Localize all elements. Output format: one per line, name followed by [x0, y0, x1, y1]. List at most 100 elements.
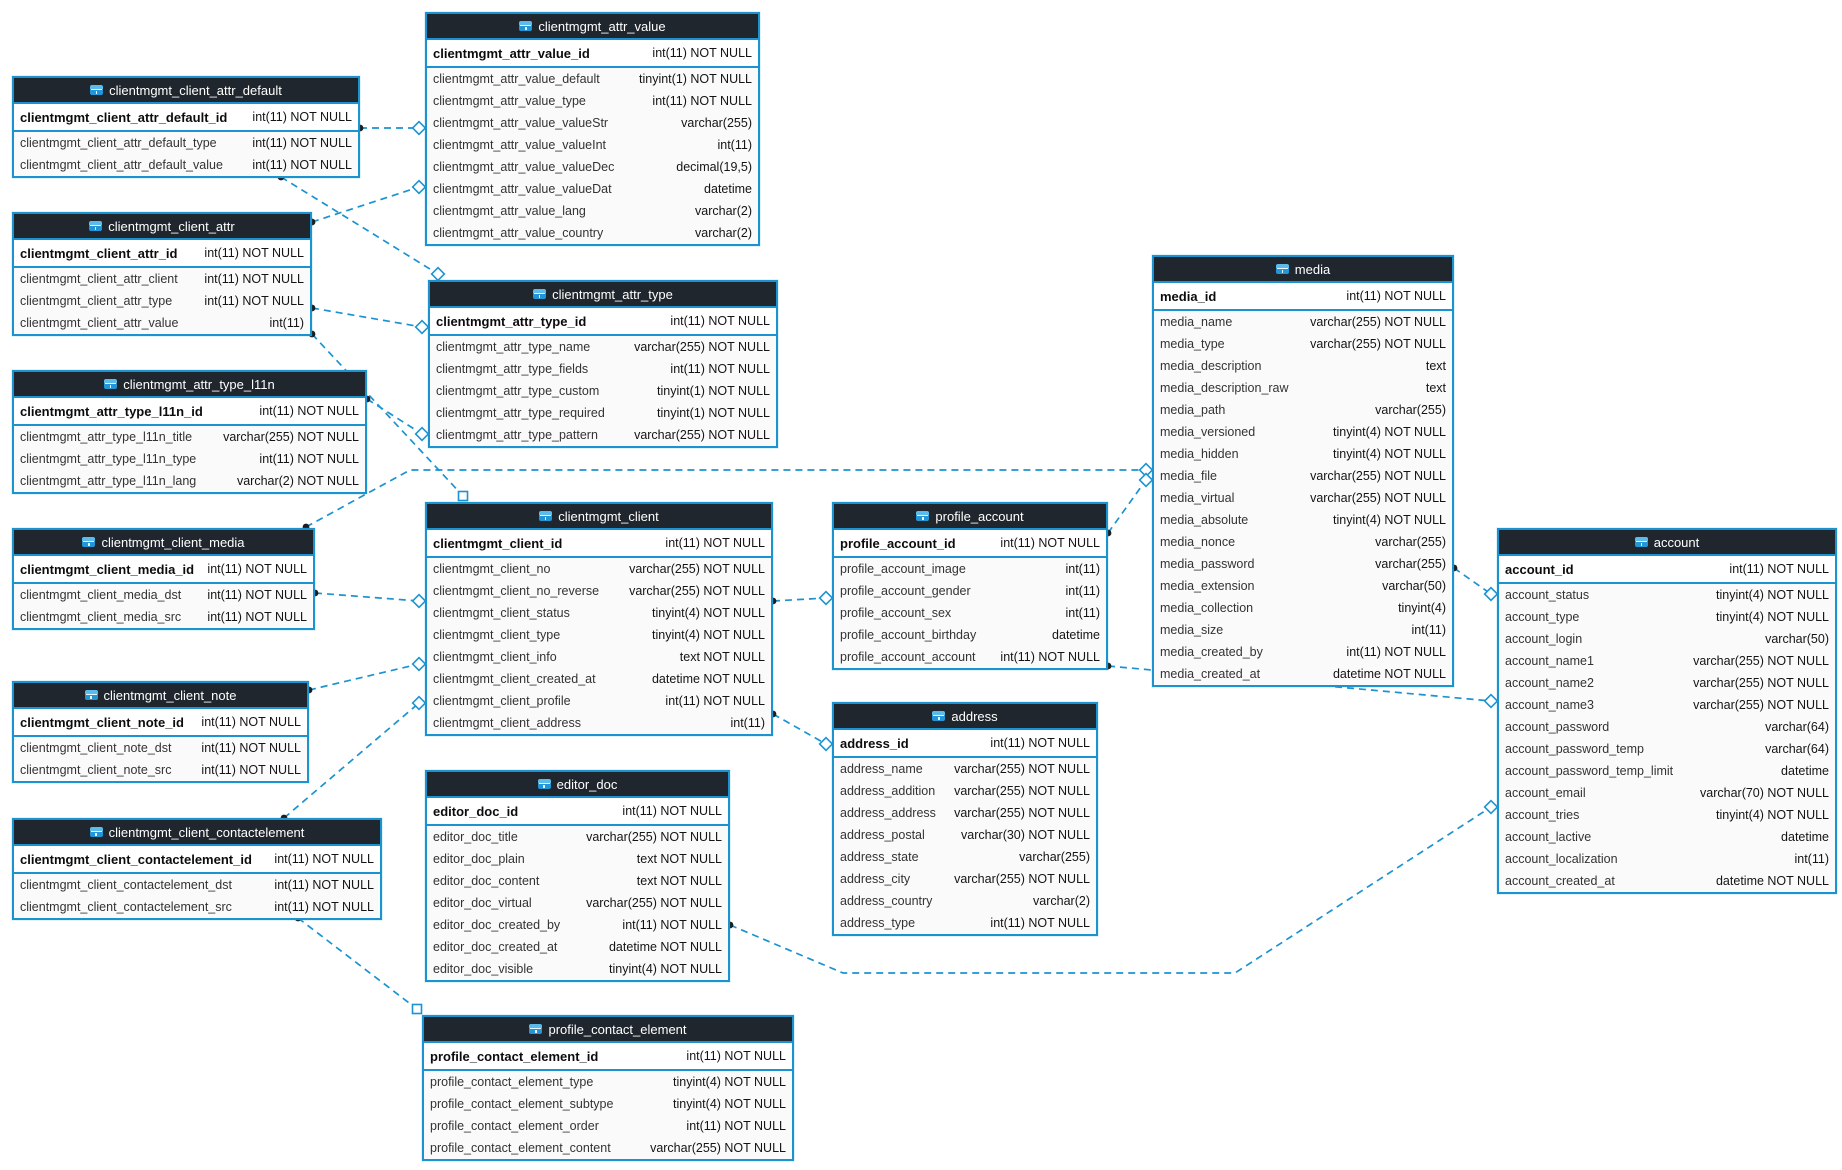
relationship-line-clientmgmt_client-to-address[interactable] [772, 713, 827, 745]
relationship-line-clientmgmt_client_media-to-clientmgmt_client[interactable] [314, 592, 420, 602]
column-type: int(11) NOT NULL [204, 246, 304, 260]
table-header[interactable]: address [834, 704, 1096, 730]
relationship-line-clientmgmt_client_attr_default-to-clientmgmt_attr_type[interactable] [280, 176, 439, 275]
table-header[interactable]: editor_doc [427, 772, 728, 798]
relationship-line-clientmgmt_client_contactelement-to-profile_contact_element[interactable] [297, 917, 418, 1010]
relationship-line-clientmgmt_client_note-to-clientmgmt_client[interactable] [308, 663, 420, 691]
table-profile_contact_element[interactable]: profile_contact_element profile_contact_e… [422, 1015, 794, 1161]
table-header[interactable]: clientmgmt_client_note [14, 683, 307, 709]
column-name: account_login [1505, 632, 1583, 646]
column-type: int(11) NOT NULL [665, 536, 765, 550]
table-header[interactable]: profile_contact_element [424, 1017, 792, 1043]
table-clientmgmt_client[interactable]: clientmgmt_client clientmgmt_client_id int… [425, 502, 773, 736]
table-header[interactable]: clientmgmt_attr_type [430, 282, 776, 308]
column-type: tinyint(4) NOT NULL [673, 1075, 786, 1089]
table-header[interactable]: clientmgmt_client_contactelement [14, 820, 380, 846]
table-header[interactable]: clientmgmt_client [427, 504, 771, 530]
column-name: account_password_temp_limit [1505, 764, 1674, 778]
relationship-line-clientmgmt_client_contactelement-to-clientmgmt_client[interactable] [283, 702, 420, 819]
column-type: int(11) NOT NULL [259, 452, 359, 466]
column-type: tinyint(4) NOT NULL [1333, 425, 1446, 439]
table-header[interactable]: profile_account [834, 504, 1106, 530]
column-type: datetime NOT NULL [1715, 874, 1829, 888]
relationship-line-profile_account-to-media[interactable] [1107, 479, 1147, 534]
column-name: media_type [1160, 337, 1225, 351]
relationship-line-clientmgmt_attr_type_l11n-to-clientmgmt_attr_type[interactable] [366, 398, 423, 435]
column-name: address_address [840, 806, 936, 820]
column-type: int(11) NOT NULL [201, 715, 301, 729]
table-header[interactable]: clientmgmt_client_attr [14, 214, 310, 240]
relationship-line-clientmgmt_client_attr-to-clientmgmt_attr_value[interactable] [311, 186, 420, 223]
table-header[interactable]: media [1154, 257, 1452, 283]
column-name: clientmgmt_attr_type_custom [436, 384, 600, 398]
table-clientmgmt_client_contactelement[interactable]: clientmgmt_client_contactelement clientmg… [12, 818, 382, 920]
column-name: clientmgmt_client_info [433, 650, 557, 664]
relationship-line-clientmgmt_client_attr-to-clientmgmt_attr_type[interactable] [311, 307, 423, 328]
table-title: address [951, 708, 998, 724]
relationship-diamond-connector [818, 590, 834, 606]
column-type: varchar(255) NOT NULL [954, 784, 1090, 798]
column-type: datetime NOT NULL [651, 672, 765, 686]
column-type: tinyint(1) NOT NULL [657, 406, 770, 420]
table-header[interactable]: clientmgmt_attr_type_l11n [14, 372, 365, 398]
column-type: int(11) NOT NULL [207, 610, 307, 624]
table-header[interactable]: clientmgmt_client_attr_default [14, 78, 358, 104]
column-name: clientmgmt_attr_value_id [433, 45, 590, 61]
column-type: text [1425, 381, 1446, 395]
column-name: clientmgmt_attr_type_fields [436, 362, 589, 376]
column-name: media_password [1160, 557, 1255, 571]
column-type: int(11) NOT NULL [670, 362, 770, 376]
table-icon [539, 511, 553, 521]
table-icon [1275, 264, 1289, 274]
column-name: clientmgmt_client_id [433, 535, 563, 551]
table-title: clientmgmt_client_contactelement [108, 824, 305, 840]
relationship-line-media-to-account[interactable] [1453, 567, 1492, 595]
column-name: editor_doc_content [433, 874, 540, 888]
column-type: varchar(255) NOT NULL [634, 428, 770, 442]
column-name: profile_contact_element_subtype [430, 1097, 614, 1111]
column-name: address_type [840, 916, 916, 930]
table-clientmgmt_attr_type_l11n[interactable]: clientmgmt_attr_type_l11n clientmgmt_attr… [12, 370, 367, 494]
relationship-line-editor_doc-to-account[interactable] [729, 806, 1492, 974]
relationship-line-clientmgmt_client-to-profile_account[interactable] [772, 597, 827, 602]
table-header[interactable]: clientmgmt_attr_value [427, 14, 758, 40]
table-header[interactable]: account [1499, 530, 1835, 556]
column-name: media_versioned [1160, 425, 1256, 439]
column-type: datetime [1781, 830, 1829, 844]
column-name: profile_contact_element_type [430, 1075, 594, 1089]
table-clientmgmt_attr_value[interactable]: clientmgmt_attr_value clientmgmt_attr_val… [425, 12, 760, 246]
relationship-line-clientmgmt_client_media-to-media[interactable] [305, 469, 1146, 528]
relationship-diamond-connector [414, 319, 430, 335]
table-clientmgmt_attr_type[interactable]: clientmgmt_attr_type clientmgmt_attr_type… [428, 280, 778, 448]
column-type: datetime [1781, 764, 1829, 778]
relationship-line-clientmgmt_client_attr-to-clientmgmt_client[interactable] [311, 333, 464, 497]
column-name: clientmgmt_attr_type_pattern [436, 428, 598, 442]
table-header[interactable]: clientmgmt_client_media [14, 530, 313, 556]
